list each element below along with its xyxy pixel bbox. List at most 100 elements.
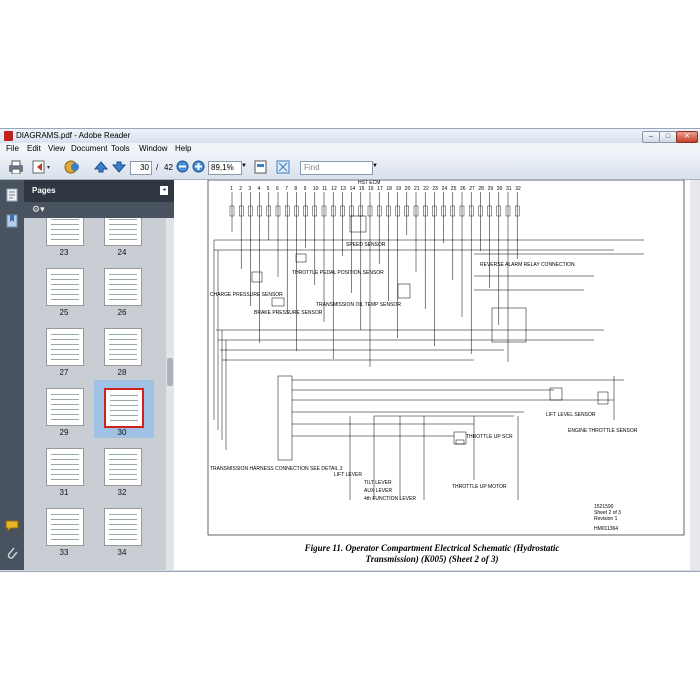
- harness-connector-symbol: [277, 375, 293, 461]
- ecm-pin-number: 6: [276, 186, 279, 192]
- relay-symbol: [491, 307, 527, 343]
- attachments-icon[interactable]: [6, 546, 18, 560]
- thumbnail-page-number: 33: [59, 548, 69, 557]
- find-dropdown-icon[interactable]: ▼: [372, 163, 378, 169]
- minimize-button[interactable]: –: [642, 131, 660, 143]
- ecm-pin-number: 5: [267, 186, 270, 192]
- document-scrollbar[interactable]: [690, 180, 700, 570]
- engine-throttle-symbol: [597, 391, 609, 405]
- options-gear-icon[interactable]: ⚙▾: [32, 204, 45, 214]
- menu-edit[interactable]: Edit: [27, 144, 41, 153]
- ecm-pin-number: 29: [488, 186, 494, 192]
- page-thumbnail[interactable]: [104, 388, 144, 428]
- charge-sensor-symbol: [251, 271, 263, 283]
- figure-caption: Figure 11. Operator Compartment Electric…: [174, 543, 690, 565]
- panel-collapse-icon[interactable]: ◂: [160, 186, 168, 195]
- ecm-pin-number: 31: [506, 186, 512, 192]
- thumbnail-page-number: 34: [117, 548, 127, 557]
- page-thumbnail[interactable]: [104, 448, 142, 486]
- fourth-function-lever-label: 4th FUNCTION LEVER: [364, 496, 416, 502]
- menu-tools[interactable]: Tools: [111, 144, 130, 153]
- menu-file[interactable]: File: [6, 144, 19, 153]
- ecm-pin-number: 9: [304, 186, 307, 192]
- ecm-pin-number: 7: [285, 186, 288, 192]
- throttle-up-motor-label: THROTTLE UP MOTOR: [452, 484, 507, 490]
- comments-icon[interactable]: [5, 520, 19, 532]
- find-input[interactable]: Find: [300, 161, 373, 175]
- harness-label: TRANSMISSION HARNESS CONNECTION SEE DETA…: [210, 466, 343, 472]
- full-screen-icon[interactable]: [276, 160, 290, 174]
- page-thumbnail[interactable]: [104, 268, 142, 306]
- ecm-pin-number: 28: [478, 186, 484, 192]
- navigation-bar: [0, 180, 24, 570]
- thumbnail-scroll-thumb[interactable]: [167, 358, 173, 386]
- ecm-pin-number: 8: [294, 186, 297, 192]
- previous-page-icon[interactable]: [94, 160, 108, 174]
- speed-sensor-label: SPEED SENSOR: [346, 242, 386, 248]
- pages-panel-icon[interactable]: [6, 188, 18, 202]
- ecm-pin-number: 23: [432, 186, 438, 192]
- page-thumbnail[interactable]: [104, 218, 142, 246]
- fit-page-icon[interactable]: [254, 160, 267, 174]
- bookmarks-panel-icon[interactable]: [6, 214, 18, 228]
- zoom-level-select[interactable]: 89,1%: [208, 161, 242, 175]
- ecm-pin-number: 12: [331, 186, 337, 192]
- menu-window[interactable]: Window: [139, 144, 168, 153]
- ecm-pin-number: 4: [258, 186, 261, 192]
- menu-document[interactable]: Document: [71, 144, 108, 153]
- page-thumbnail[interactable]: [46, 448, 84, 486]
- thumbnail-page-number: 26: [117, 308, 127, 317]
- reverse-alarm-label: REVERSE ALARM RELAY CONNECTION: [480, 262, 575, 268]
- zoom-out-icon[interactable]: [176, 160, 189, 173]
- page-separator: /: [156, 163, 159, 172]
- print-icon[interactable]: [8, 160, 24, 174]
- page-number-input[interactable]: 30: [130, 161, 152, 175]
- ecm-pin-number: 25: [451, 186, 457, 192]
- ecm-pin-number: 19: [396, 186, 402, 192]
- collaborate-icon[interactable]: [64, 160, 82, 174]
- thumbnail-scrollbar[interactable]: [166, 218, 174, 570]
- thumbnail-page-number: 29: [59, 428, 69, 437]
- page-thumbnail[interactable]: [46, 268, 84, 306]
- window-title: DIAGRAMS.pdf - Adobe Reader: [16, 131, 131, 140]
- next-page-icon[interactable]: [112, 160, 126, 174]
- oil-temp-sensor-symbol: [397, 283, 411, 299]
- drawing-id: HM011364: [594, 526, 618, 532]
- thumbnail-page-number: 24: [117, 248, 127, 257]
- zoom-in-icon[interactable]: [192, 160, 205, 173]
- doc-number: 1521590: [594, 504, 614, 510]
- trans-oil-label: TRANSMISSION OIL TEMP SENSOR: [316, 302, 401, 308]
- ecm-pin-number: 16: [368, 186, 374, 192]
- menu-view[interactable]: View: [48, 144, 66, 153]
- page-thumbnail[interactable]: [46, 388, 84, 426]
- ecm-header: HST ECM: [358, 180, 380, 186]
- page-thumbnail[interactable]: [46, 508, 84, 546]
- page-thumbnail[interactable]: [46, 328, 84, 366]
- close-button[interactable]: ✕: [676, 131, 698, 143]
- menu-bar: File Edit View Document Tools Window Hel…: [0, 143, 700, 155]
- chevron-down-icon[interactable]: ▼: [241, 163, 247, 169]
- page-thumbnail[interactable]: [104, 328, 142, 366]
- page-thumbnail[interactable]: [104, 508, 142, 546]
- page-thumbnail[interactable]: [46, 218, 84, 246]
- pages-panel-header: Pages ◂: [24, 180, 174, 202]
- thumbnail-page-number: 23: [59, 248, 69, 257]
- maximize-button[interactable]: □: [659, 131, 677, 143]
- thumbnail-page-number: 27: [59, 368, 69, 377]
- ecm-pin-number: 30: [497, 186, 503, 192]
- ecm-pin-number: 14: [350, 186, 356, 192]
- ecm-pin-number: 3: [248, 186, 251, 192]
- toolbar: 30 / 42 89,1% ▼ Find ▼: [0, 155, 700, 180]
- thumbnail-page-number: 30: [117, 428, 127, 437]
- thumbnail-page-number: 25: [59, 308, 69, 317]
- share-icon[interactable]: [32, 160, 52, 174]
- tilt-lever-label: TILT LEVER: [364, 480, 392, 486]
- scr-symbol: [455, 439, 465, 445]
- thumbnail-page-number: 31: [59, 488, 69, 497]
- pdf-icon: [4, 131, 13, 141]
- ecm-pin-number: 20: [405, 186, 411, 192]
- sheet-number: Sheet 2 of 3: [594, 510, 621, 516]
- menu-help[interactable]: Help: [175, 144, 192, 153]
- throttle-pedal-label: THROTTLE PEDAL POSITION SENSOR: [292, 270, 384, 276]
